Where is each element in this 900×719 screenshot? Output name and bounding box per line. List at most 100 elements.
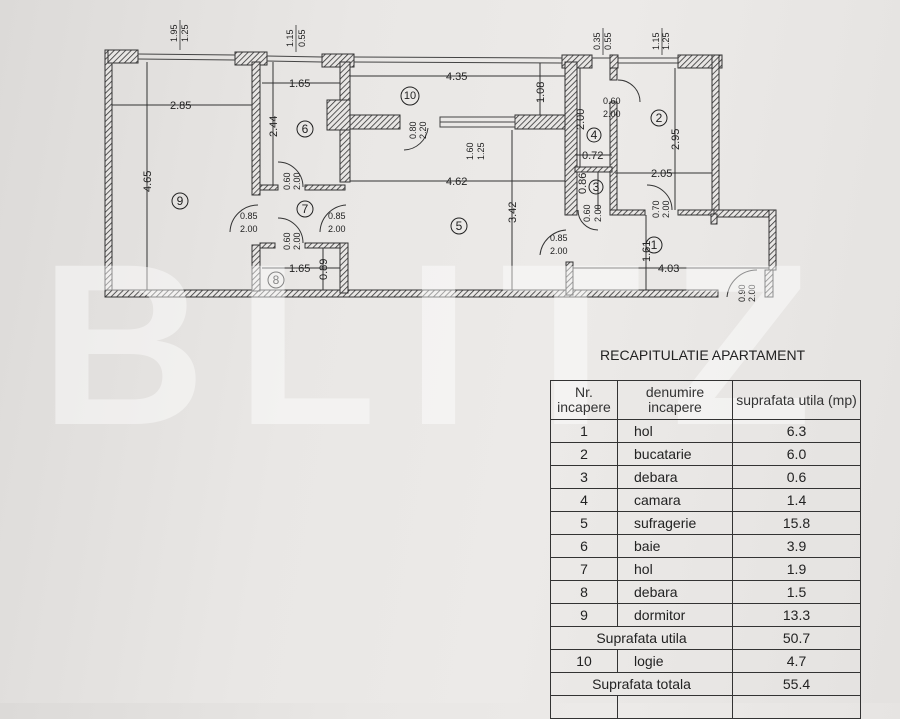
opening-label: 0.35 — [592, 32, 602, 50]
room-number-9: 9 — [177, 194, 184, 208]
dim-label: 2.05 — [651, 168, 672, 180]
dim-label: 2.95 — [670, 129, 682, 150]
dim-label: 4.03 — [658, 263, 679, 275]
room-nr: 2 — [550, 442, 618, 466]
opening-label: 1.25 — [180, 24, 190, 42]
opening-labels: 1.95 1.25 1.15 0.55 0.35 0.55 1.15 1.25 … — [169, 24, 757, 302]
opening-label: 0.60 — [282, 232, 292, 250]
room-nr: 1 — [550, 419, 618, 443]
room-number-4: 4 — [591, 128, 598, 142]
opening-label: 0.90 — [737, 284, 747, 302]
opening-fraction-lines — [179, 20, 663, 55]
recap-title: RECAPITULATIE APARTAMENT — [600, 347, 806, 363]
room-name: hol — [617, 419, 733, 443]
opening-label: 1.15 — [651, 32, 661, 50]
room-area: 3.9 — [732, 534, 861, 558]
opening-label: 2.00 — [292, 232, 302, 250]
opening-label: 0.60 — [603, 96, 621, 106]
room-number-1: 1 — [651, 238, 658, 252]
opening-label: 0.80 — [408, 121, 418, 139]
room-area: 13.3 — [732, 603, 861, 627]
dim-label: 4.65 — [142, 171, 154, 192]
opening-label: 0.70 — [651, 200, 661, 218]
opening-label: 0.85 — [240, 211, 258, 221]
room-area: 1.4 — [732, 488, 861, 512]
opening-label: 2.00 — [550, 246, 568, 256]
dim-label: 1.65 — [289, 263, 310, 275]
dim-label: 2.44 — [268, 116, 280, 137]
dim-label: 4.62 — [446, 176, 467, 188]
windows — [137, 53, 719, 297]
total-area-row: Suprafata totala 55.4 — [550, 672, 861, 696]
opening-label: 2.00 — [292, 172, 302, 190]
total-area-value: 55.4 — [732, 672, 861, 696]
opening-label: 1.15 — [285, 29, 295, 47]
room-number-7: 7 — [302, 202, 309, 216]
table-header-row: Nr. incapere denumire incapere suprafata… — [550, 380, 861, 420]
room-area: 0.6 — [732, 465, 861, 489]
room-name: dormitor — [617, 603, 733, 627]
dim-label: 2.00 — [575, 109, 587, 130]
room-nr: 6 — [550, 534, 618, 558]
opening-label: 1.25 — [661, 32, 671, 50]
room-nr: 9 — [550, 603, 618, 627]
opening-label: 0.85 — [328, 211, 346, 221]
room-nr: 5 — [550, 511, 618, 535]
room-number-2: 2 — [656, 111, 663, 125]
dimension-lines — [112, 62, 769, 290]
header-name: denumire incapere — [617, 380, 733, 420]
room-area: 1.5 — [732, 580, 861, 604]
room-area: 6.0 — [732, 442, 861, 466]
opening-label: 2.00 — [328, 224, 346, 234]
opening-label: 0.85 — [550, 233, 568, 243]
opening-label: 1.60 — [465, 142, 475, 160]
room-name: debara — [617, 580, 733, 604]
room-labels: 1 2 3 4 5 6 7 8 9 10 — [171, 86, 668, 289]
room-number-10: 10 — [404, 90, 416, 102]
loggia-nr: 10 — [550, 649, 618, 673]
opening-label: 0.55 — [297, 29, 307, 47]
loggia-area: 4.7 — [732, 649, 861, 673]
room-name: debara — [617, 465, 733, 489]
dim-label: 3.42 — [507, 202, 519, 223]
loggia-row: 10 logie 4.7 — [550, 649, 861, 673]
room-nr: 3 — [550, 465, 618, 489]
header-area: suprafata utila (mp) — [732, 380, 861, 420]
opening-label: 2.00 — [593, 204, 603, 222]
opening-label: 2.00 — [603, 109, 621, 119]
room-number-8: 8 — [273, 273, 280, 287]
dim-label: 0.89 — [318, 259, 330, 280]
room-number-3: 3 — [593, 180, 600, 194]
opening-label: 0.55 — [603, 32, 613, 50]
total-area-label: Suprafata totala — [550, 672, 733, 696]
opening-label: 2.20 — [418, 121, 428, 139]
opening-label: 2.00 — [747, 284, 757, 302]
room-nr: 8 — [550, 580, 618, 604]
room-name: camara — [617, 488, 733, 512]
room-name: bucatarie — [617, 442, 733, 466]
dim-label: 1.61 — [641, 241, 653, 262]
loggia-name: logie — [617, 649, 733, 673]
opening-label: 1.25 — [476, 142, 486, 160]
dim-label: 0.72 — [582, 150, 603, 162]
floor-plan: 1 2 3 4 5 6 7 8 9 10 2.85 4.65 1.65 2.44… — [104, 20, 777, 302]
dimension-labels: 2.85 4.65 1.65 2.44 1.65 0.89 4.35 1.08 … — [142, 71, 682, 280]
opening-label: 2.00 — [661, 200, 671, 218]
door-arcs — [229, 79, 758, 298]
dim-label: 1.65 — [289, 78, 310, 90]
opening-label: 2.00 — [240, 224, 258, 234]
room-nr: 7 — [550, 557, 618, 581]
room-name: hol — [617, 557, 733, 581]
useful-area-row: Suprafata utila 50.7 — [550, 626, 861, 650]
room-area: 15.8 — [732, 511, 861, 535]
dim-label: 0.86 — [577, 173, 589, 194]
dim-label: 2.85 — [170, 100, 191, 112]
